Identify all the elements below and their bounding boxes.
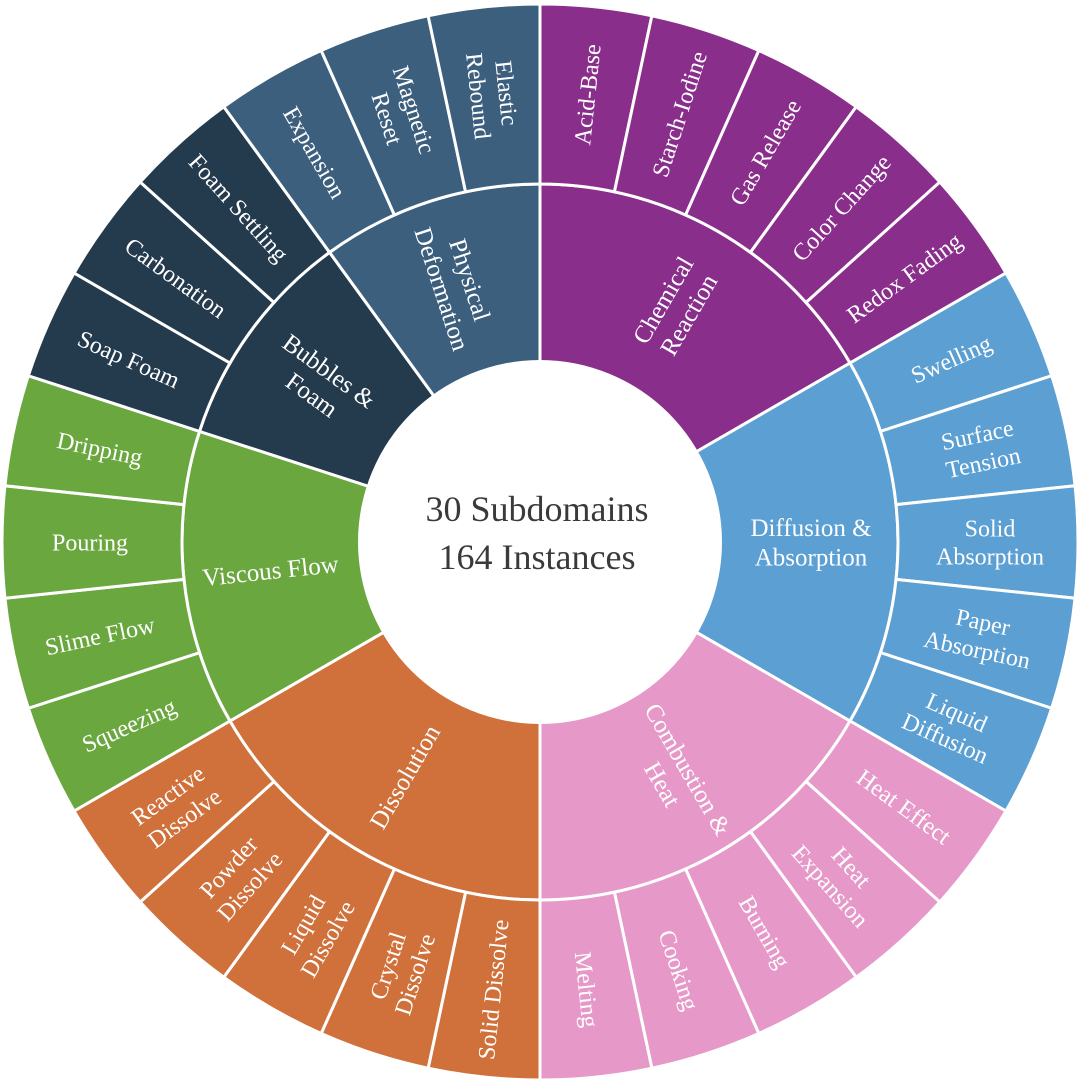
center-hole — [358, 360, 722, 724]
center-title-line2: 164 Instances — [439, 537, 636, 577]
subdomain-wedge-elastic-rebound — [426, 2, 542, 194]
domain-label-diffusion-absorption: Diffusion &Absorption — [750, 515, 871, 572]
center-title-line1: 30 Subdomains — [425, 489, 648, 529]
subdomain-label-pouring: Pouring — [52, 530, 128, 556]
